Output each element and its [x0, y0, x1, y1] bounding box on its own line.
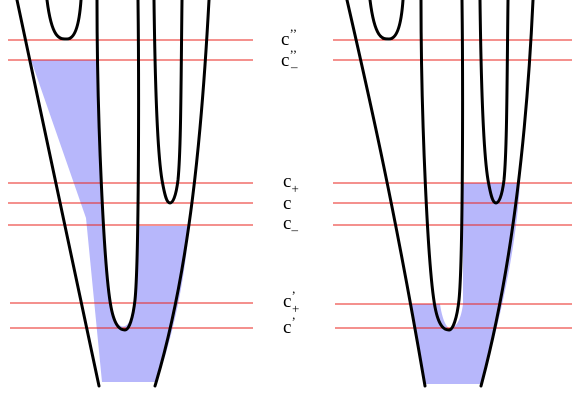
label-c-p-plus-sup: ’: [291, 288, 295, 303]
left-shaded-region-lower: [86, 218, 189, 382]
label-c-p-base: c: [283, 317, 291, 338]
label-c-plus-sub: +: [291, 181, 298, 196]
right-outer-left-wall: [345, 0, 427, 388]
label-c-dd: c’’: [281, 26, 297, 50]
label-c-p-plus-sub: +: [292, 301, 299, 316]
left-panel: [8, 0, 253, 388]
label-c-dd-base: c: [281, 29, 289, 50]
label-c-dd-minus-sub: –: [290, 59, 298, 74]
label-c-minus: c–: [283, 213, 298, 237]
right-middle-well: [419, 0, 465, 332]
left-top-small-well: [45, 0, 83, 41]
label-c-p-plus-base: c: [283, 291, 291, 312]
label-c-minus-sub: –: [290, 222, 298, 237]
label-c-p: c’: [283, 314, 296, 338]
left-middle-well: [95, 0, 141, 332]
label-c-plus-base: c: [283, 171, 291, 192]
label-c-dd-minus-sup: ’’: [289, 47, 297, 62]
label-c-minus-base: c: [283, 213, 291, 234]
right-right-well: [478, 0, 510, 205]
label-c-base: c: [283, 193, 291, 214]
label-c-p-plus: c’+: [283, 288, 299, 316]
label-c-p-sup: ’: [291, 314, 295, 329]
right-outer-right-wall: [479, 0, 535, 388]
right-panel: [333, 0, 572, 388]
label-c-plus: c+: [283, 171, 299, 196]
label-c-dd-minus: c’’–: [281, 47, 298, 74]
level-labels: c’’ c’’– c+ c c– c’+ c’: [281, 26, 299, 338]
left-outer-left-wall: [15, 0, 101, 388]
left-right-well: [152, 0, 184, 205]
label-c-dd-minus-base: c: [281, 50, 289, 71]
label-c-dd-sup: ’’: [289, 26, 297, 41]
left-shaded-region-upper: [31, 60, 102, 218]
label-c: c: [283, 193, 291, 214]
left-outer-right-wall: [153, 0, 211, 388]
right-top-small-well: [368, 0, 405, 41]
